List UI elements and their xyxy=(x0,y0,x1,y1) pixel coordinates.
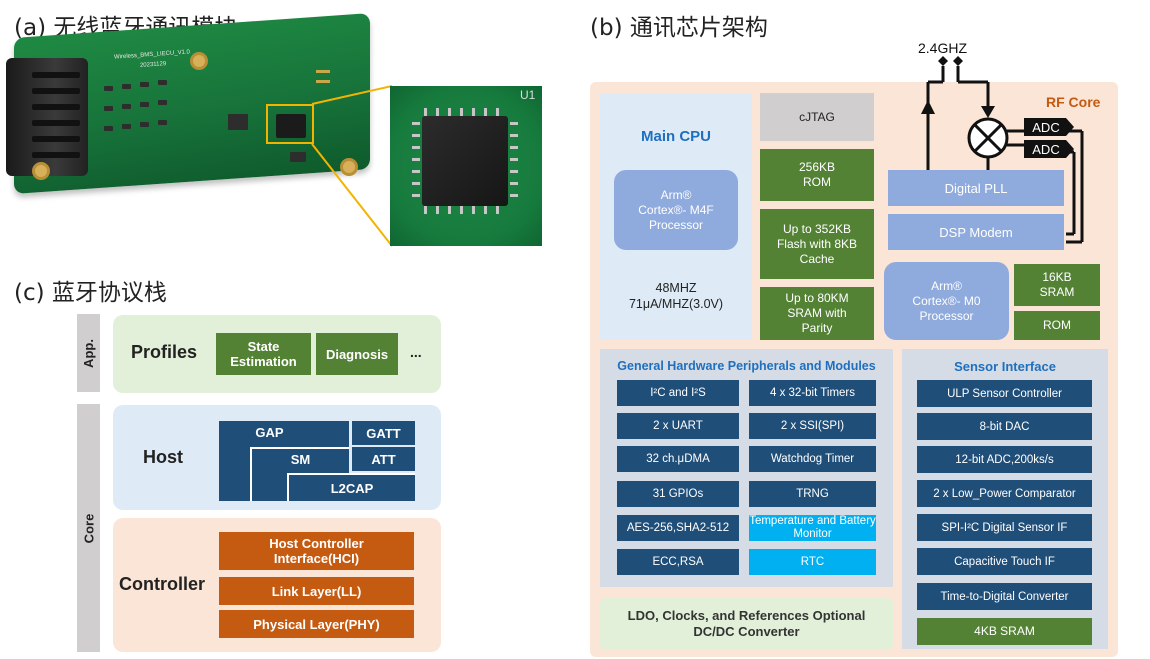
flash-block: Up to 352KB Flash with 8KB Cache xyxy=(760,209,874,279)
antenna-label: 2.4GHZ xyxy=(918,40,968,56)
rf-core-title: RF Core xyxy=(1046,94,1101,110)
sensor-item: 12-bit ADC,200ks/s xyxy=(917,446,1092,473)
chip-pins xyxy=(412,108,518,214)
more-profiles-ellipsis: ... xyxy=(410,344,422,360)
sensor-item: ULP Sensor Controller xyxy=(917,380,1092,407)
peripheral-item: AES-256,SHA2-512 xyxy=(617,515,739,541)
panel-c-title: (c) 蓝牙协议栈 xyxy=(14,280,167,306)
peripheral-item: 32 ch.μDMA xyxy=(617,446,739,472)
peripheral-item: 31 GPIOs xyxy=(617,481,739,507)
adc-blocks: ADC ADC xyxy=(1024,118,1074,158)
sensor-sram-block: 4KB SRAM xyxy=(917,618,1092,645)
host-label: Host xyxy=(143,447,183,467)
chip-designator: U1 xyxy=(520,88,536,102)
cortex-m4f-processor: Arm® Cortex®- M4F Processor xyxy=(614,170,738,250)
rf-rom-block: ROM xyxy=(1014,311,1100,340)
sensor-item: Capacitive Touch IF xyxy=(917,548,1092,575)
peripherals-title: General Hardware Peripherals and Modules xyxy=(617,359,876,373)
temperature-battery-monitor: Temperature and Battery Monitor xyxy=(749,515,876,541)
zoom-connector-lines xyxy=(311,85,393,247)
core-side-label: Core xyxy=(77,404,100,652)
peripheral-item: 2 x UART xyxy=(617,413,739,439)
l2cap-block: L2CAP xyxy=(287,473,415,501)
gatt-block: GATT xyxy=(352,421,415,445)
sensor-item: 2 x Low_Power Comparator xyxy=(917,480,1092,507)
physical-layer-block: Physical Layer(PHY) xyxy=(219,610,414,638)
rf-sram-block: 16KB SRAM xyxy=(1014,264,1100,306)
dsp-modem-block: DSP Modem xyxy=(888,214,1064,250)
bluetooth-chip xyxy=(276,114,306,138)
state-estimation-box: State Estimation xyxy=(216,333,311,375)
adc-label: ADC xyxy=(1032,120,1059,135)
cpu-specs: 48MHZ 71μA/MHZ(3.0V) xyxy=(628,281,724,311)
sensor-item: SPI-I²C Digital Sensor IF xyxy=(917,514,1092,541)
peripheral-item: Watchdog Timer xyxy=(749,446,876,472)
panel-b-title: (b) 通讯芯片架构 xyxy=(590,15,768,41)
cortex-m0-processor: Arm® Cortex®- M0 Processor xyxy=(884,262,1009,340)
module-photo: Wireless_BMS_LIECU_V1.0 20231129 xyxy=(0,0,380,250)
sensor-item: 8-bit DAC xyxy=(917,413,1092,440)
app-side-label: App. xyxy=(77,314,100,392)
ldo-clocks-block: LDO, Clocks, and References Optional DC/… xyxy=(600,598,893,650)
gap-label: GAP xyxy=(255,424,284,440)
att-block: ATT xyxy=(352,447,415,471)
chip-highlight-box xyxy=(266,104,314,144)
link-layer-block: Link Layer(LL) xyxy=(219,577,414,605)
profiles-label: Profiles xyxy=(131,342,198,362)
adc-label: ADC xyxy=(1032,142,1059,157)
controller-label: Controller xyxy=(119,574,206,594)
sensor-interface-title: Sensor Interface xyxy=(954,358,1056,374)
rom-256kb-block: 256KB ROM xyxy=(760,149,874,201)
peripheral-item: 4 x 32-bit Timers xyxy=(749,380,876,406)
main-cpu-title: Main CPU xyxy=(640,127,711,145)
chip-zoom-package xyxy=(422,116,508,206)
digital-pll-block: Digital PLL xyxy=(888,170,1064,206)
peripheral-item: 2 x SSI(SPI) xyxy=(749,413,876,439)
peripheral-item: I²C and I²S xyxy=(617,380,739,406)
sm-label: SM xyxy=(290,451,311,467)
hci-block: Host Controller Interface(HCI) xyxy=(219,532,414,570)
sensor-item: Time-to-Digital Converter xyxy=(917,583,1092,610)
rf-wiring xyxy=(921,56,1084,244)
mounting-hole xyxy=(340,158,358,176)
peripheral-item: TRNG xyxy=(749,481,876,507)
peripheral-item: ECC,RSA xyxy=(617,549,739,575)
rtc-block: RTC xyxy=(749,549,876,575)
diagnosis-box: Diagnosis xyxy=(316,333,398,375)
sram-80kb-block: Up to 80KM SRAM with Parity xyxy=(760,287,874,340)
cjtag-block: cJTAG xyxy=(760,93,874,141)
mounting-hole xyxy=(32,162,50,180)
mounting-hole xyxy=(190,52,208,70)
pcb-connector xyxy=(6,58,88,176)
